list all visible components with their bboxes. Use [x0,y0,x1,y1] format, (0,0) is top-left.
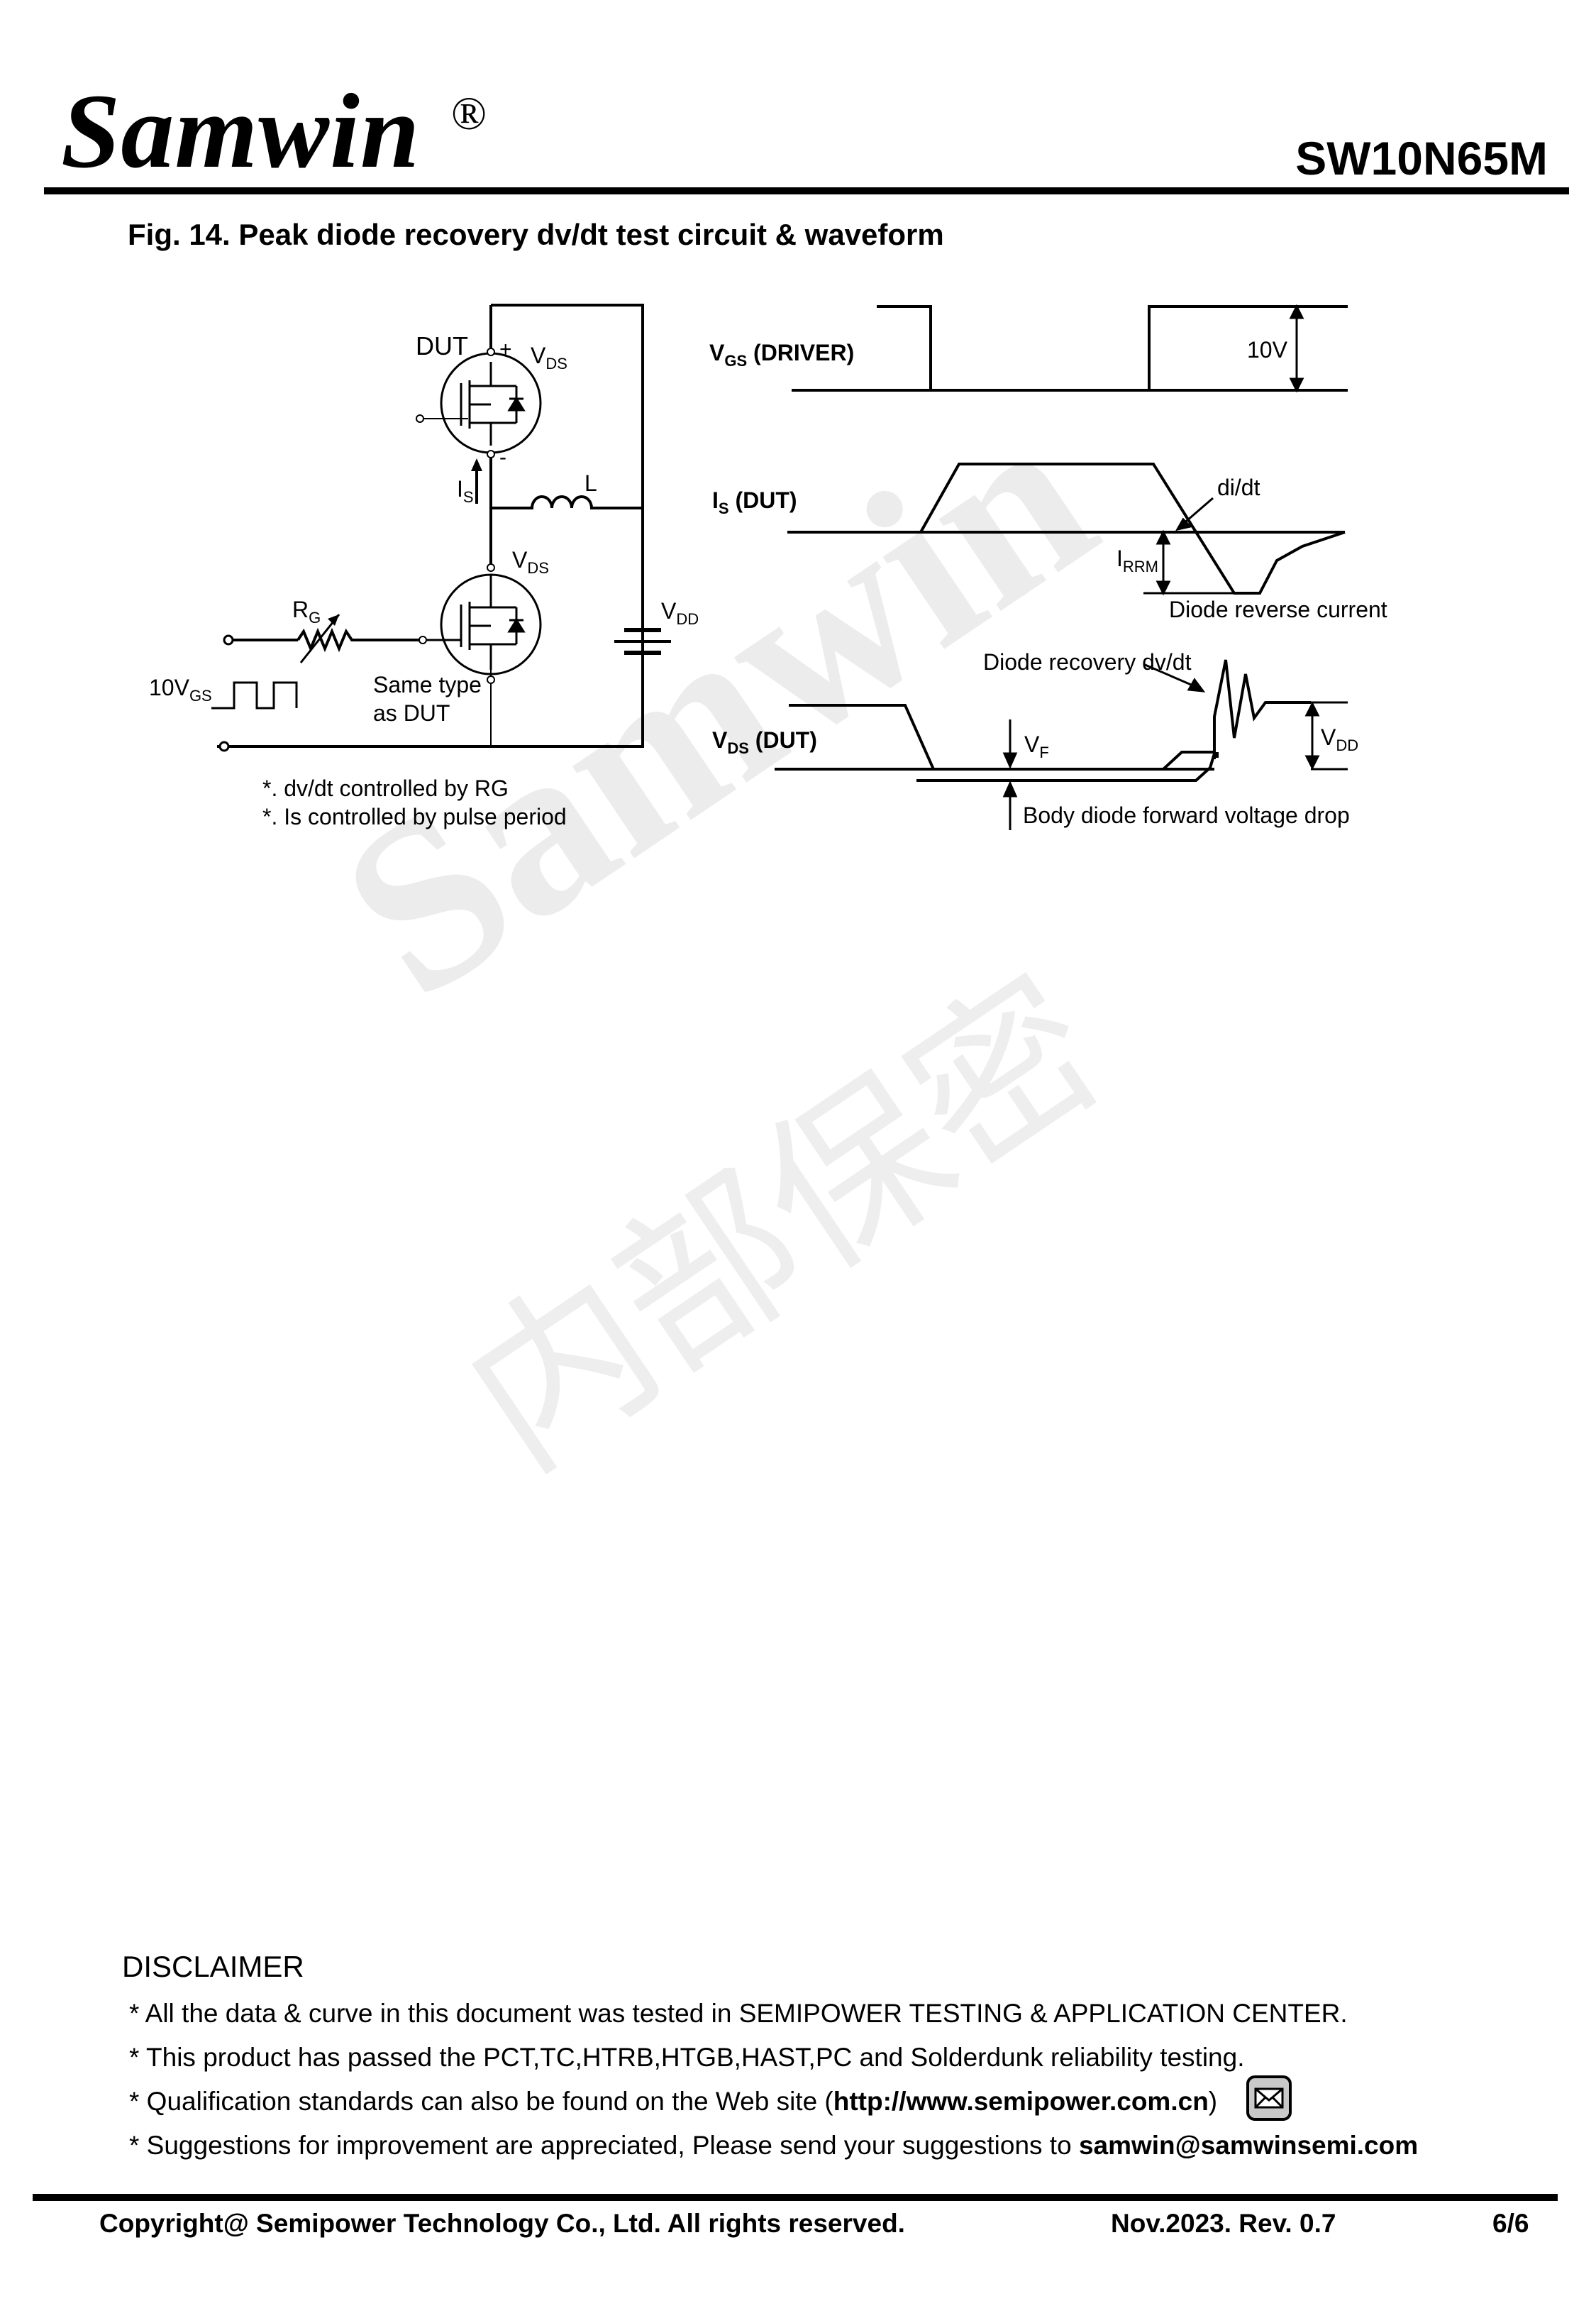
vds-wave-tail: (DUT) [749,727,817,753]
svg-text:IS: IS [457,476,474,506]
vds-mid-sub: DS [527,559,549,577]
svg-text:VF: VF [1024,732,1049,761]
vgs-wave-label: V [709,340,725,365]
email-link[interactable]: samwin@samwinsemi.com [1078,2131,1419,2160]
svg-text:VDS: VDS [531,343,567,373]
registered-mark: ® [451,88,487,140]
website-link[interactable]: http://www.semipower.com.cn [833,2087,1209,2116]
vds-top: V [531,343,546,368]
disclaimer-line-2: * This product has passed the PCT,TC,HTR… [129,2043,1245,2072]
test-circuit-and-waveform: DUT + VDS - IS L VDS RG VDD 10VGS Same t… [149,304,1387,830]
header-rule [44,187,1569,194]
svg-text:VDS: VDS [512,547,549,577]
disclaimer-line-3-close: ) [1208,2087,1218,2116]
irrm-sub: RRM [1123,558,1158,575]
disclaimer-line-4-text: * Suggestions for improvement are apprec… [129,2131,1079,2160]
vgs-level: 10V [1247,337,1288,363]
dut-label: DUT [416,331,468,360]
svg-text:10VGS: 10VGS [149,675,212,705]
is-wave-tail: (DUT) [729,487,797,513]
vds-mid: V [512,547,528,573]
diode-reverse-label: Diode reverse current [1169,597,1387,622]
footer-copyright: Copyright@ Semipower Technology Co., Ltd… [99,2209,905,2238]
svg-text:VDS (DUT): VDS (DUT) [712,727,817,757]
vgs-wave-sub: GS [724,352,747,370]
vds-ringing [1213,659,1311,754]
dut-mosfet [440,352,542,454]
disclaimer-line-3: * Qualification standards can also be fo… [129,2086,1217,2117]
vgs-src: 10V [149,675,190,700]
rg-sub: G [309,609,321,627]
disclaimer-line-4: * Suggestions for improvement are apprec… [129,2130,1418,2161]
is-sub: S [463,488,474,506]
rg-label: R [292,597,309,622]
vdd-label: V [661,598,677,624]
plus-sign: + [499,338,512,361]
footer-rule [33,2194,1558,2201]
disclaimer-line-1: * All the data & curve in this document … [129,1999,1348,2028]
irrm-label: I [1116,546,1123,571]
svg-text:VDD: VDD [1321,724,1358,754]
driver-mosfet [423,573,542,675]
svg-text:IRRM: IRRM [1116,546,1158,575]
vds-top-sub: DS [545,355,567,373]
vdd-wave-sub: DD [1336,737,1358,754]
footer-page: 6/6 [1492,2209,1529,2238]
svg-text:VDD: VDD [661,598,699,628]
part-number: SW10N65M [1295,132,1548,184]
svg-text:VGS (DRIVER): VGS (DRIVER) [709,340,854,370]
inductor-label: L [584,470,597,496]
vf-label: V [1024,732,1040,757]
svg-text:IS (DUT): IS (DUT) [712,487,797,517]
note-2: *. Is controlled by pulse period [262,804,567,829]
vds-wave-label: V [712,727,728,753]
disclaimer-title: DISCLAIMER [122,1950,304,1983]
waveform-annotations [1002,304,1348,830]
diode-recovery-label: Diode recovery dv/dt [983,649,1192,675]
footer-date-rev: Nov.2023. Rev. 0.7 [1111,2209,1336,2238]
figure-title: Fig. 14. Peak diode recovery dv/dt test … [128,218,944,251]
vgs-src-sub: GS [189,687,212,705]
vf-sub: F [1039,744,1048,761]
envelope-icon[interactable] [1246,2075,1292,2122]
vgs-wave-tail: (DRIVER) [747,340,854,365]
body-diode-label: Body diode forward voltage drop [1023,802,1350,828]
vdd-wave-label: V [1321,724,1336,750]
watermark-confidential: 内部保密 [433,942,1133,1504]
svg-text:RG: RG [292,597,321,627]
minus-sign: - [499,446,506,469]
is-label: I [457,476,463,502]
same-type-2: as DUT [373,700,450,726]
is-wave-sub: S [719,500,729,517]
brand-logo: Samwin [61,72,421,190]
is-wave-label: I [712,487,719,513]
disclaimer-line-3-text: * Qualification standards can also be fo… [129,2087,833,2116]
note-1: *. dv/dt controlled by RG [262,776,509,801]
same-type-1: Same type [373,672,482,697]
vdd-sub: DD [676,610,699,628]
didt-label: di/dt [1217,475,1260,500]
vds-wave-sub: DS [727,739,749,757]
